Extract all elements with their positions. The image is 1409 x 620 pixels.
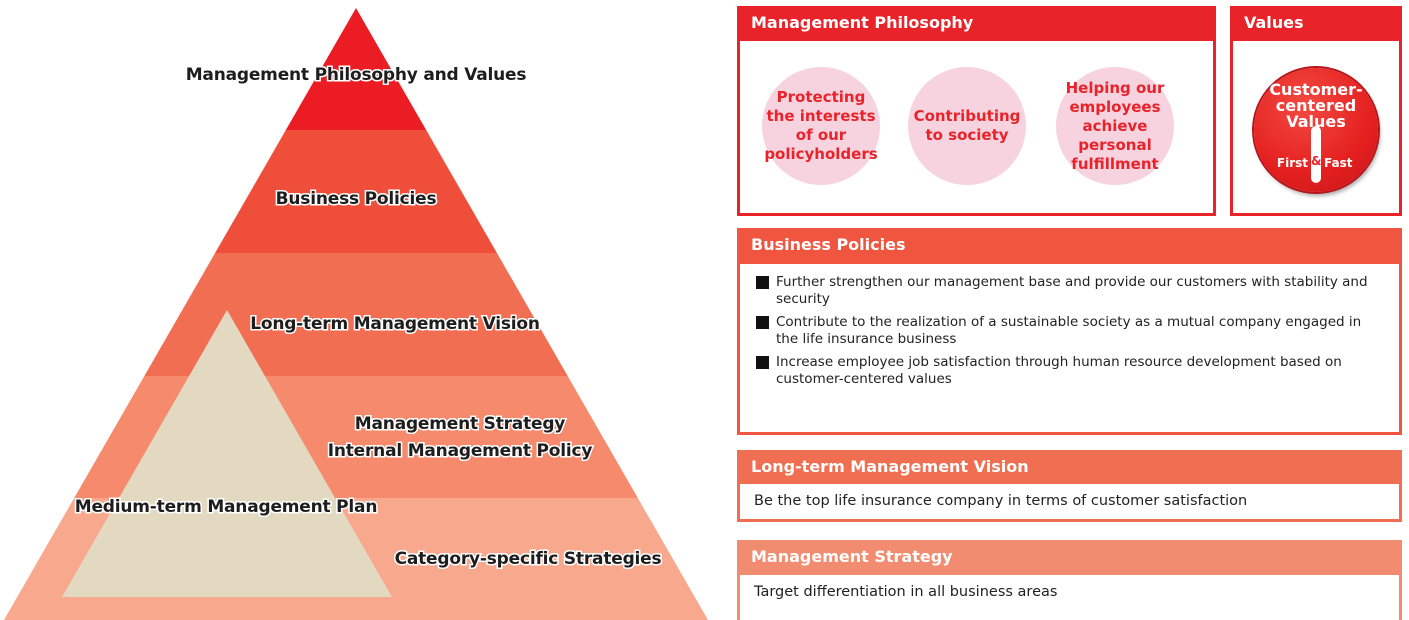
policy-item-text: Increase employee job satisfaction throu… xyxy=(776,354,1342,387)
square-bullet-icon xyxy=(756,356,769,369)
philosophy-circle-employees: Helping our employees achieve personal f… xyxy=(1056,67,1174,185)
badge-fast: Fast xyxy=(1324,156,1353,170)
pyramid-diagram: Management Philosophy and Values Busines… xyxy=(4,8,708,620)
pyramid-band-vision xyxy=(144,253,568,376)
business-policies-list: Further strengthen our management base a… xyxy=(740,264,1399,388)
pyramid-label-category-strategies: Category-specific Strategies xyxy=(395,549,662,569)
customer-centered-values-badge: Customer- centered Values First & Fast xyxy=(1254,68,1378,192)
policy-item-text: Further strengthen our management base a… xyxy=(776,274,1368,307)
philosophy-circle-employees-text: Helping our employees achieve personal f… xyxy=(1065,78,1165,173)
pyramid-label-vision: Long-term Management Vision xyxy=(250,314,540,334)
square-bullet-icon xyxy=(756,276,769,289)
policy-item: Contribute to the realization of a susta… xyxy=(754,314,1385,348)
policy-item: Further strengthen our management base a… xyxy=(754,274,1385,308)
business-policies-card: Business Policies Further strengthen our… xyxy=(737,228,1402,435)
management-strategy-card: Management Strategy Target differentiati… xyxy=(737,540,1402,620)
management-philosophy-card: Management Philosophy Protecting the int… xyxy=(737,6,1216,216)
philosophy-circle-society-text: Contributing to society xyxy=(913,107,1021,144)
pyramid-label-medium-term-plan: Medium-term Management Plan xyxy=(75,497,378,517)
management-strategy-header: Management Strategy xyxy=(737,540,1402,575)
business-policies-header: Business Policies xyxy=(737,228,1402,264)
badge-title: Customer- centered Values xyxy=(1269,80,1363,131)
pyramid-band-philosophy xyxy=(285,8,427,130)
philosophy-circle-policyholders-text: Protecting the interests of our policyho… xyxy=(764,88,878,163)
square-bullet-icon xyxy=(756,316,769,329)
badge-divider xyxy=(1311,126,1321,183)
management-strategy-text: Target differentiation in all business a… xyxy=(754,584,1058,600)
long-term-vision-card: Long-term Management Vision Be the top l… xyxy=(737,450,1402,522)
management-philosophy-header: Management Philosophy xyxy=(737,6,1216,41)
badge-first: First xyxy=(1276,156,1308,170)
philosophy-circle-policyholders: Protecting the interests of our policyho… xyxy=(762,67,880,185)
long-term-vision-header: Long-term Management Vision xyxy=(737,450,1402,484)
values-header: Values xyxy=(1230,6,1402,41)
badge-ampersand: & xyxy=(1311,154,1322,168)
pyramid-band-policies xyxy=(215,130,497,253)
pyramid-label-policies: Business Policies xyxy=(276,189,437,209)
policy-item-text: Contribute to the realization of a susta… xyxy=(776,314,1362,347)
long-term-vision-text: Be the top life insurance company in ter… xyxy=(754,493,1248,509)
policy-item: Increase employee job satisfaction throu… xyxy=(754,354,1385,388)
pyramid-inner-triangle xyxy=(62,310,392,597)
pyramid-label-philosophy: Management Philosophy and Values xyxy=(186,65,527,85)
pyramid-label-strategy: Management Strategy xyxy=(355,414,566,434)
philosophy-circle-society: Contributing to society xyxy=(908,67,1026,185)
values-card: Values Customer- centered Values First &… xyxy=(1230,6,1402,216)
pyramid-label-internal-policy: Internal Management Policy xyxy=(328,441,593,461)
